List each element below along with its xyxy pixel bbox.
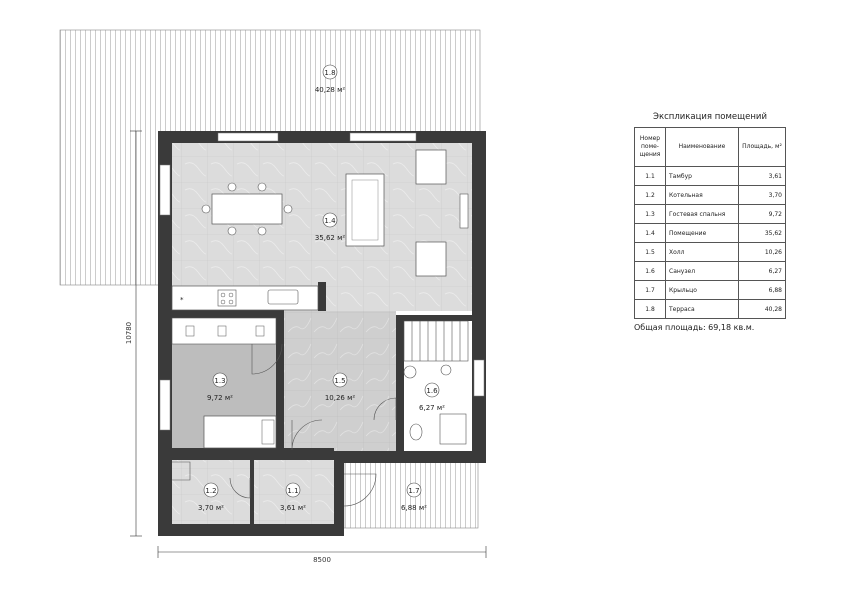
- svg-text:6,88 м²: 6,88 м²: [401, 504, 427, 512]
- header-name: Наименование: [665, 127, 739, 167]
- row-number: 1.6: [634, 261, 666, 281]
- svg-text:40,28 м²: 40,28 м²: [315, 86, 346, 94]
- total-area: Общая площадь: 69,18 кв.м.: [634, 323, 755, 332]
- doors: [172, 343, 397, 507]
- row-name: Гостевая спальня: [665, 204, 739, 224]
- row-name: Терраса: [665, 299, 739, 319]
- kitchen-counter: *: [171, 285, 319, 311]
- floor-plan: *: [59, 29, 487, 564]
- bathroom-fixtures: [403, 364, 467, 445]
- row-area: 40,28: [738, 299, 786, 319]
- svg-text:1.8: 1.8: [324, 69, 335, 77]
- row-number: 1.2: [634, 185, 666, 205]
- room-label: 1.2 3,70 м²: [198, 482, 224, 512]
- windows: [159, 132, 485, 431]
- svg-text:1.5: 1.5: [334, 377, 345, 385]
- svg-text:1.4: 1.4: [324, 217, 336, 225]
- dimension-width: 8500: [313, 556, 331, 564]
- room-label: 1.8 40,28 м²: [315, 64, 346, 94]
- row-number: 1.1: [634, 166, 666, 186]
- svg-text:1.7: 1.7: [408, 487, 419, 495]
- row-name: Помещение: [665, 223, 739, 243]
- row-name: Санузел: [665, 261, 739, 281]
- room-label: 1.5 10,26 м²: [325, 372, 356, 402]
- svg-text:*: *: [180, 296, 184, 304]
- row-area: 6,27: [738, 261, 786, 281]
- interior-walls: [172, 282, 472, 524]
- row-name: Тамбур: [665, 166, 739, 186]
- row-area: 3,61: [738, 166, 786, 186]
- row-name: Холл: [665, 242, 739, 262]
- row-area: 35,62: [738, 223, 786, 243]
- row-name: Котельная: [665, 185, 739, 205]
- header-number: Номер поме-щения: [634, 127, 666, 167]
- room-label: 1.7 6,88 м²: [401, 482, 427, 512]
- row-number: 1.8: [634, 299, 666, 319]
- room-label: 1.1 3,61 м²: [280, 482, 306, 512]
- room-schedule-title: Экспликация помещений: [653, 112, 767, 122]
- room-label: 1.6 6,27 м²: [419, 382, 445, 412]
- row-number: 1.7: [634, 280, 666, 300]
- sofa: [345, 173, 385, 247]
- row-area: 9,72: [738, 204, 786, 224]
- row-number: 1.4: [634, 223, 666, 243]
- armchairs: [415, 149, 469, 277]
- row-area: 10,26: [738, 242, 786, 262]
- svg-text:10,26 м²: 10,26 м²: [325, 394, 356, 402]
- svg-text:6,27 м²: 6,27 м²: [419, 404, 445, 412]
- svg-text:1.6: 1.6: [426, 387, 438, 395]
- header-area: Площадь, м²: [738, 127, 786, 167]
- dimension-height: 10780: [125, 322, 133, 344]
- row-area: 3,70: [738, 185, 786, 205]
- dimension-lines: [130, 130, 487, 558]
- room-label: 1.4 35,62 м²: [315, 212, 346, 242]
- svg-text:3,70 м²: 3,70 м²: [198, 504, 224, 512]
- room-labels: 1.8 40,28 м² 1.4 35,62 м² 1.3 9,72 м² 1.…: [198, 64, 445, 512]
- svg-text:1.1: 1.1: [287, 487, 298, 495]
- bedroom-furniture: [171, 317, 277, 449]
- svg-text:1.3: 1.3: [214, 377, 225, 385]
- row-area: 6,88: [738, 280, 786, 300]
- stairs: [403, 320, 469, 362]
- svg-text:3,61 м²: 3,61 м²: [280, 504, 306, 512]
- row-name: Крыльцо: [665, 280, 739, 300]
- svg-text:35,62 м²: 35,62 м²: [315, 234, 346, 242]
- svg-text:1.2: 1.2: [205, 487, 216, 495]
- row-number: 1.3: [634, 204, 666, 224]
- room-schedule-table: Номер поме-щения Наименование Площадь, м…: [634, 127, 786, 319]
- table-header-row: Номер поме-щения Наименование Площадь, м…: [634, 127, 786, 167]
- room-schedule: Экспликация помещений Номер поме-щения Н…: [634, 112, 786, 332]
- room-label: 1.3 9,72 м²: [207, 372, 233, 402]
- svg-text:9,72 м²: 9,72 м²: [207, 394, 233, 402]
- row-number: 1.5: [634, 242, 666, 262]
- dining-table: [201, 182, 293, 236]
